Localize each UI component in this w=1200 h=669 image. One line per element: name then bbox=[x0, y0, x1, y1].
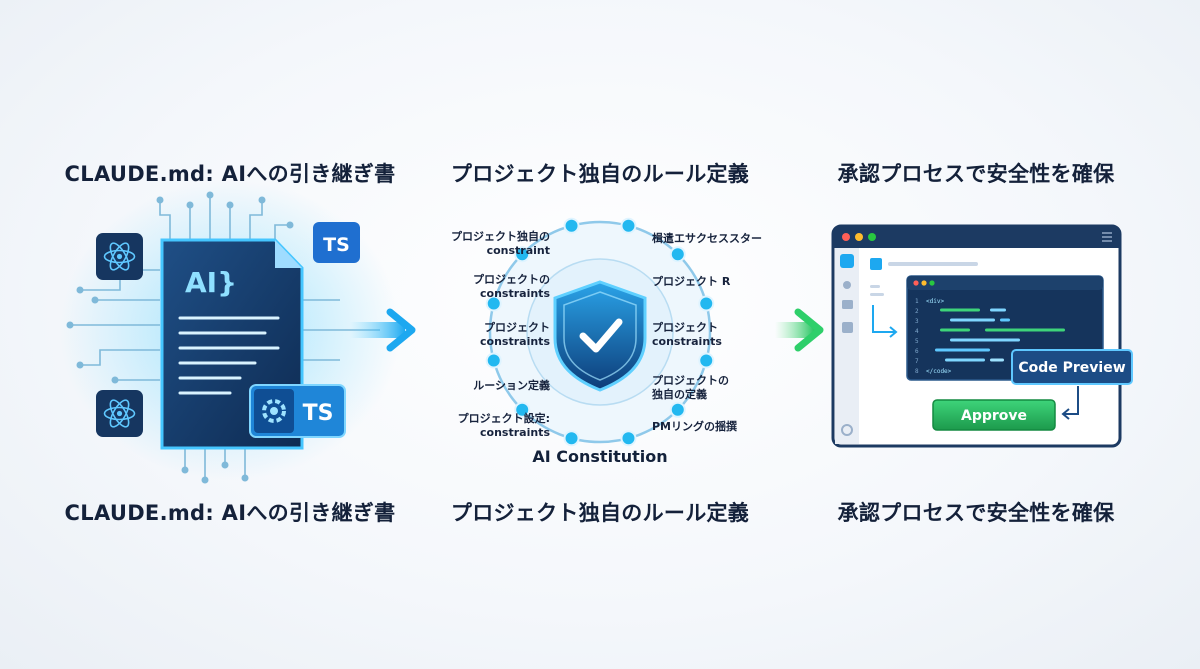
code-line-bar bbox=[935, 348, 990, 352]
react-icon-top bbox=[96, 233, 143, 280]
rule-label-right: 独自の定義 bbox=[651, 387, 707, 401]
code-line-text: </code> bbox=[926, 368, 952, 375]
ring-node bbox=[698, 352, 715, 369]
code-line-number: 5 bbox=[915, 338, 919, 345]
typescript-icon-top: TS bbox=[313, 222, 360, 263]
panel-2-title-top: プロジェクト独自のルール定義 bbox=[450, 162, 750, 186]
approve-button[interactable]: Approve bbox=[932, 399, 1056, 431]
claude-md-illustration: AI} bbox=[60, 180, 400, 484]
sidebar-settings-icon[interactable] bbox=[841, 424, 853, 436]
rule-label-left: プロジェクトの bbox=[473, 272, 550, 286]
sidebar-folder-icon[interactable] bbox=[842, 300, 853, 309]
rule-label-left: constraints bbox=[480, 287, 550, 300]
rule-label-left: プロジェクト bbox=[484, 320, 550, 334]
panel-1-title-bottom: CLAUDE.md: AIへの引き継ぎ書 bbox=[64, 501, 396, 525]
sidebar-home-icon[interactable] bbox=[840, 254, 854, 268]
window-minimize-dot[interactable] bbox=[855, 233, 863, 241]
ring-node bbox=[514, 246, 531, 263]
connector-arrow bbox=[872, 305, 895, 333]
code-line-bar bbox=[950, 318, 995, 322]
code-line-bar bbox=[1000, 318, 1010, 322]
rule-label-left: プロジェクト設定: bbox=[458, 411, 550, 425]
sidebar-user-icon[interactable] bbox=[843, 281, 851, 289]
code-line-number: 8 bbox=[915, 368, 919, 375]
code-line-text: <div> bbox=[926, 298, 944, 305]
rule-label-left: ルーション定義 bbox=[473, 378, 550, 392]
rule-label-left: constraint bbox=[487, 244, 550, 257]
back-arrow bbox=[1064, 386, 1079, 415]
rule-label-right: プロジェクト R bbox=[652, 274, 731, 288]
ring-node bbox=[563, 217, 580, 234]
ring-nodes bbox=[485, 217, 715, 447]
ai-constitution-diagram: プロジェクト独自のconstraintプロジェクトのconstraintsプロジ… bbox=[451, 217, 762, 466]
code-line-number: 1 bbox=[915, 298, 919, 305]
ts-label-top: TS bbox=[323, 234, 350, 256]
panel-3-title-bottom: 承認プロセスで安全性を確保 bbox=[837, 501, 1115, 525]
window-close-dot[interactable] bbox=[842, 233, 850, 241]
code-line-bar bbox=[990, 358, 1004, 362]
window-menu-icon[interactable] bbox=[1102, 232, 1112, 242]
ring-node bbox=[620, 430, 637, 447]
code-line-number: 7 bbox=[915, 358, 919, 365]
ring-node bbox=[485, 352, 502, 369]
code-preview-label: Code Preview bbox=[1018, 360, 1125, 376]
code-preview-button[interactable]: Code Preview bbox=[1011, 349, 1133, 385]
rule-label-right: プロジェクトの bbox=[652, 373, 729, 387]
panel-3-title-top: 承認プロセスで安全性を確保 bbox=[837, 162, 1115, 186]
code-line-number: 4 bbox=[915, 328, 919, 335]
content-header-bar bbox=[888, 262, 978, 266]
ring-node bbox=[485, 295, 502, 312]
content-header-icon bbox=[870, 258, 882, 270]
code-line-bar bbox=[940, 328, 970, 332]
arrow-right-icon-2 bbox=[775, 308, 824, 352]
rule-label-right: 楫遣エサクセススター bbox=[652, 231, 762, 245]
code-line-bar bbox=[985, 328, 1065, 332]
code-line-bar bbox=[940, 308, 980, 312]
ring-node bbox=[669, 246, 686, 263]
approval-app-window: 1 <div> 2 3 4 5 6 7 8 </code> Code Preview Approv… bbox=[831, 224, 1133, 448]
ring-node bbox=[514, 401, 531, 418]
rule-label-right: constraints bbox=[652, 335, 722, 348]
shield-check-icon bbox=[553, 280, 647, 392]
ring-node bbox=[563, 430, 580, 447]
code-line-number: 3 bbox=[915, 318, 919, 325]
code-lines: 1 <div> 2 3 4 5 6 7 8 </code> bbox=[915, 298, 1065, 375]
code-line-bar bbox=[950, 338, 1020, 342]
ts-label-bottom: TS bbox=[303, 401, 334, 426]
ring-node bbox=[620, 217, 637, 234]
rule-label-left: プロジェクト独自の bbox=[451, 229, 550, 243]
arrow-right-icon-1 bbox=[350, 308, 416, 352]
ai-constitution-caption: AI Constitution bbox=[532, 447, 667, 466]
panel-2-title-bottom: プロジェクト独自のルール定義 bbox=[450, 501, 750, 525]
ring-node bbox=[669, 401, 686, 418]
circuit-nodes bbox=[66, 191, 294, 484]
code-line-number: 6 bbox=[915, 348, 919, 355]
code-line-number: 2 bbox=[915, 308, 919, 315]
react-icon-bottom bbox=[96, 390, 143, 437]
code-line-bar bbox=[945, 358, 985, 362]
rule-label-right: PMリングの揺撰 bbox=[652, 419, 737, 433]
rule-label-left: constraints bbox=[480, 426, 550, 439]
sidebar-blocks-icon[interactable] bbox=[842, 322, 853, 333]
doc-ai-label: AI} bbox=[185, 266, 237, 299]
typescript-gear-badge: TS bbox=[249, 384, 346, 438]
window-maximize-dot[interactable] bbox=[868, 233, 876, 241]
approve-label: Approve bbox=[961, 408, 1027, 424]
rule-label-left: constraints bbox=[480, 335, 550, 348]
ring-node bbox=[698, 295, 715, 312]
code-line-bar bbox=[990, 308, 1006, 312]
gear-icon bbox=[262, 399, 286, 423]
rule-label-right: プロジェクト bbox=[652, 320, 718, 334]
rule-labels-left: プロジェクト独自のconstraintプロジェクトのconstraintsプロジ… bbox=[451, 229, 550, 439]
